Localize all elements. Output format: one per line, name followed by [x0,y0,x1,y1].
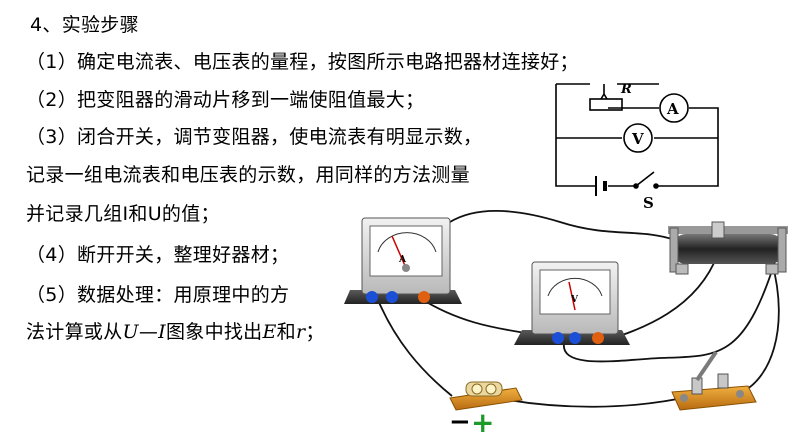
voltmeter-device: V [514,261,630,345]
step-5-text-d: ； [305,321,325,343]
battery-short-plate [603,181,607,191]
step-5-text-c: 和 [276,321,296,343]
resistor-slider-arrow [600,84,608,100]
rheostat-device [668,221,788,275]
ammeter-device: A [344,217,462,304]
battery-minus-sign: − [449,407,471,437]
battery-holder [449,381,523,411]
circuit-wire-top [555,83,719,187]
ammeter-symbol [659,93,689,123]
step-5-text-b: 图象中找出 [165,321,263,343]
switch-blade [635,171,655,187]
ammeter-label: A [666,100,679,118]
switch-label: S [643,194,654,212]
ammeter-face-letter: A [398,255,407,265]
symbol-u: U [122,321,139,343]
knife-switch-device [671,350,757,411]
step-4: （4）断开开关，整理好器材； [26,244,290,266]
step-3-line-2: 记录一组电流表和电压表的示数，用同样的方法测量 [26,164,470,186]
step-1: （1）确定电流表、电压表的量程，按图所示电路把器材连接好； [26,51,579,73]
section-heading: 4、实验步骤 [30,14,139,36]
step-5-line-2: 法计算或从U—I图象中找出E和r； [26,320,325,344]
resistor-label: R [620,82,632,97]
resistor-symbol [589,98,623,111]
step-5-dash: — [138,321,159,343]
symbol-i: I [158,321,166,343]
step-5-line-1: （5）数据处理：用原理中的方 [26,284,290,306]
symbol-e: E [262,321,277,343]
circuit-diagram [555,83,719,196]
battery-long-plate [595,176,597,196]
step-5-text-a: 法计算或从 [26,321,123,343]
step-3-line-3: 并记录几组I和U的值； [26,203,220,225]
voltmeter-face-letter: V [570,295,579,305]
voltmeter-label: V [631,130,644,148]
voltmeter-symbol [623,123,653,153]
step-3-line-1: （3）闭合开关，调节变阻器，使电流表有明显示数， [26,126,483,148]
battery-plus-sign: + [471,406,494,439]
step-2: （2）把变阻器的滑动片移到一端使阻值最大； [26,89,425,111]
symbol-r: r [295,321,306,343]
